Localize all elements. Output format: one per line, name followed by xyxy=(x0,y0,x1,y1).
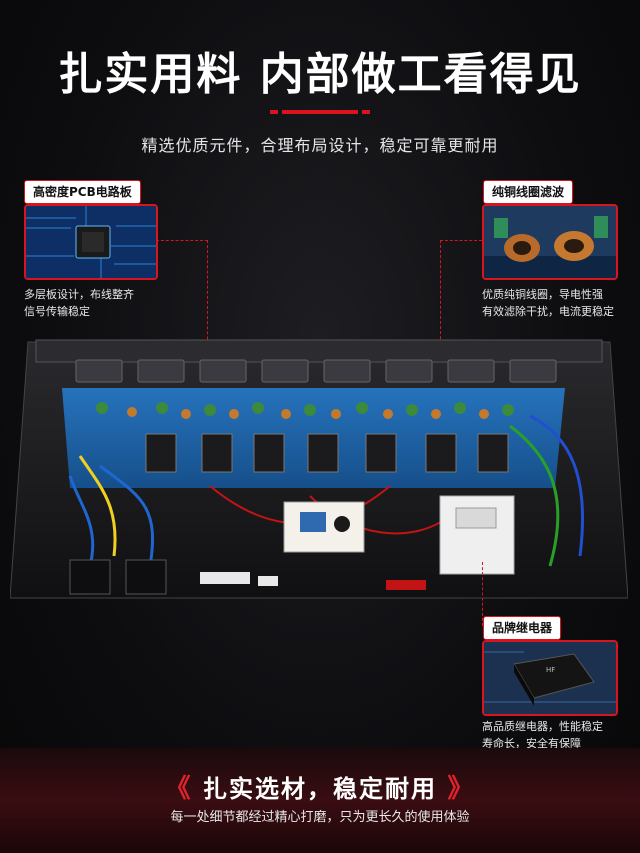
relay-desc: 高品质继电器，性能稳定 寿命长，安全有保障 xyxy=(482,718,603,752)
footer-slogan-text: 扎实选材，稳定耐用 xyxy=(203,775,437,803)
pcb-desc-line-1: 多层板设计，布线整齐 xyxy=(24,288,134,301)
coil-badge: 纯铜线圈滤波 xyxy=(483,180,574,204)
pcb-leader-v xyxy=(207,240,208,380)
relay-desc-line-1: 高品质继电器，性能稳定 xyxy=(482,720,603,733)
coil-desc: 优质纯铜线圈，导电性强 有效滤除干扰，电流更稳定 xyxy=(482,286,614,320)
copper-coil-icon xyxy=(484,206,616,278)
coil-leader-v xyxy=(440,240,441,410)
copper-coil-photo xyxy=(482,204,618,280)
relay-badge: 品牌继电器 xyxy=(483,616,562,640)
relay-icon: HF xyxy=(484,642,616,714)
coil-desc-line-1: 优质纯铜线圈，导电性强 xyxy=(482,288,603,301)
power-strip-illustration xyxy=(9,339,629,599)
title-underline xyxy=(282,110,358,114)
title-underline-left xyxy=(270,110,278,114)
pcb-leader-h xyxy=(156,240,208,241)
relay-desc-line-2: 寿命长，安全有保障 xyxy=(482,737,581,750)
svg-text:HF: HF xyxy=(546,666,555,674)
pcb-chip-photo xyxy=(24,204,158,280)
pcb-desc: 多层板设计，布线整齐 信号传输稳定 xyxy=(24,286,134,320)
pcb-chip-icon xyxy=(26,206,156,278)
coil-leader-h xyxy=(440,240,482,241)
page-title: 扎实用料 内部做工看得见 xyxy=(58,49,582,100)
footer-subtext: 每一处细节都经过精心打磨，只为更长久的使用体验 xyxy=(170,810,470,825)
pcb-badge: 高密度PCB电路板 xyxy=(24,180,141,204)
title-underline-right xyxy=(362,110,370,114)
relay-photo: HF xyxy=(482,640,618,716)
coil-desc-line-2: 有效滤除干扰，电流更稳定 xyxy=(482,305,614,318)
power-strip-internal-photo xyxy=(9,336,629,608)
page-subtitle: 精选优质元件，合理布局设计，稳定可靠更耐用 xyxy=(141,136,499,155)
left-chevron-icon: 《 xyxy=(164,774,193,804)
footer-panel xyxy=(0,748,640,853)
footer-slogan: 《 扎实选材，稳定耐用 》 xyxy=(0,768,640,805)
right-chevron-icon: 》 xyxy=(447,774,476,804)
pcb-desc-line-2: 信号传输稳定 xyxy=(24,305,90,318)
relay-leader-v xyxy=(482,562,483,626)
